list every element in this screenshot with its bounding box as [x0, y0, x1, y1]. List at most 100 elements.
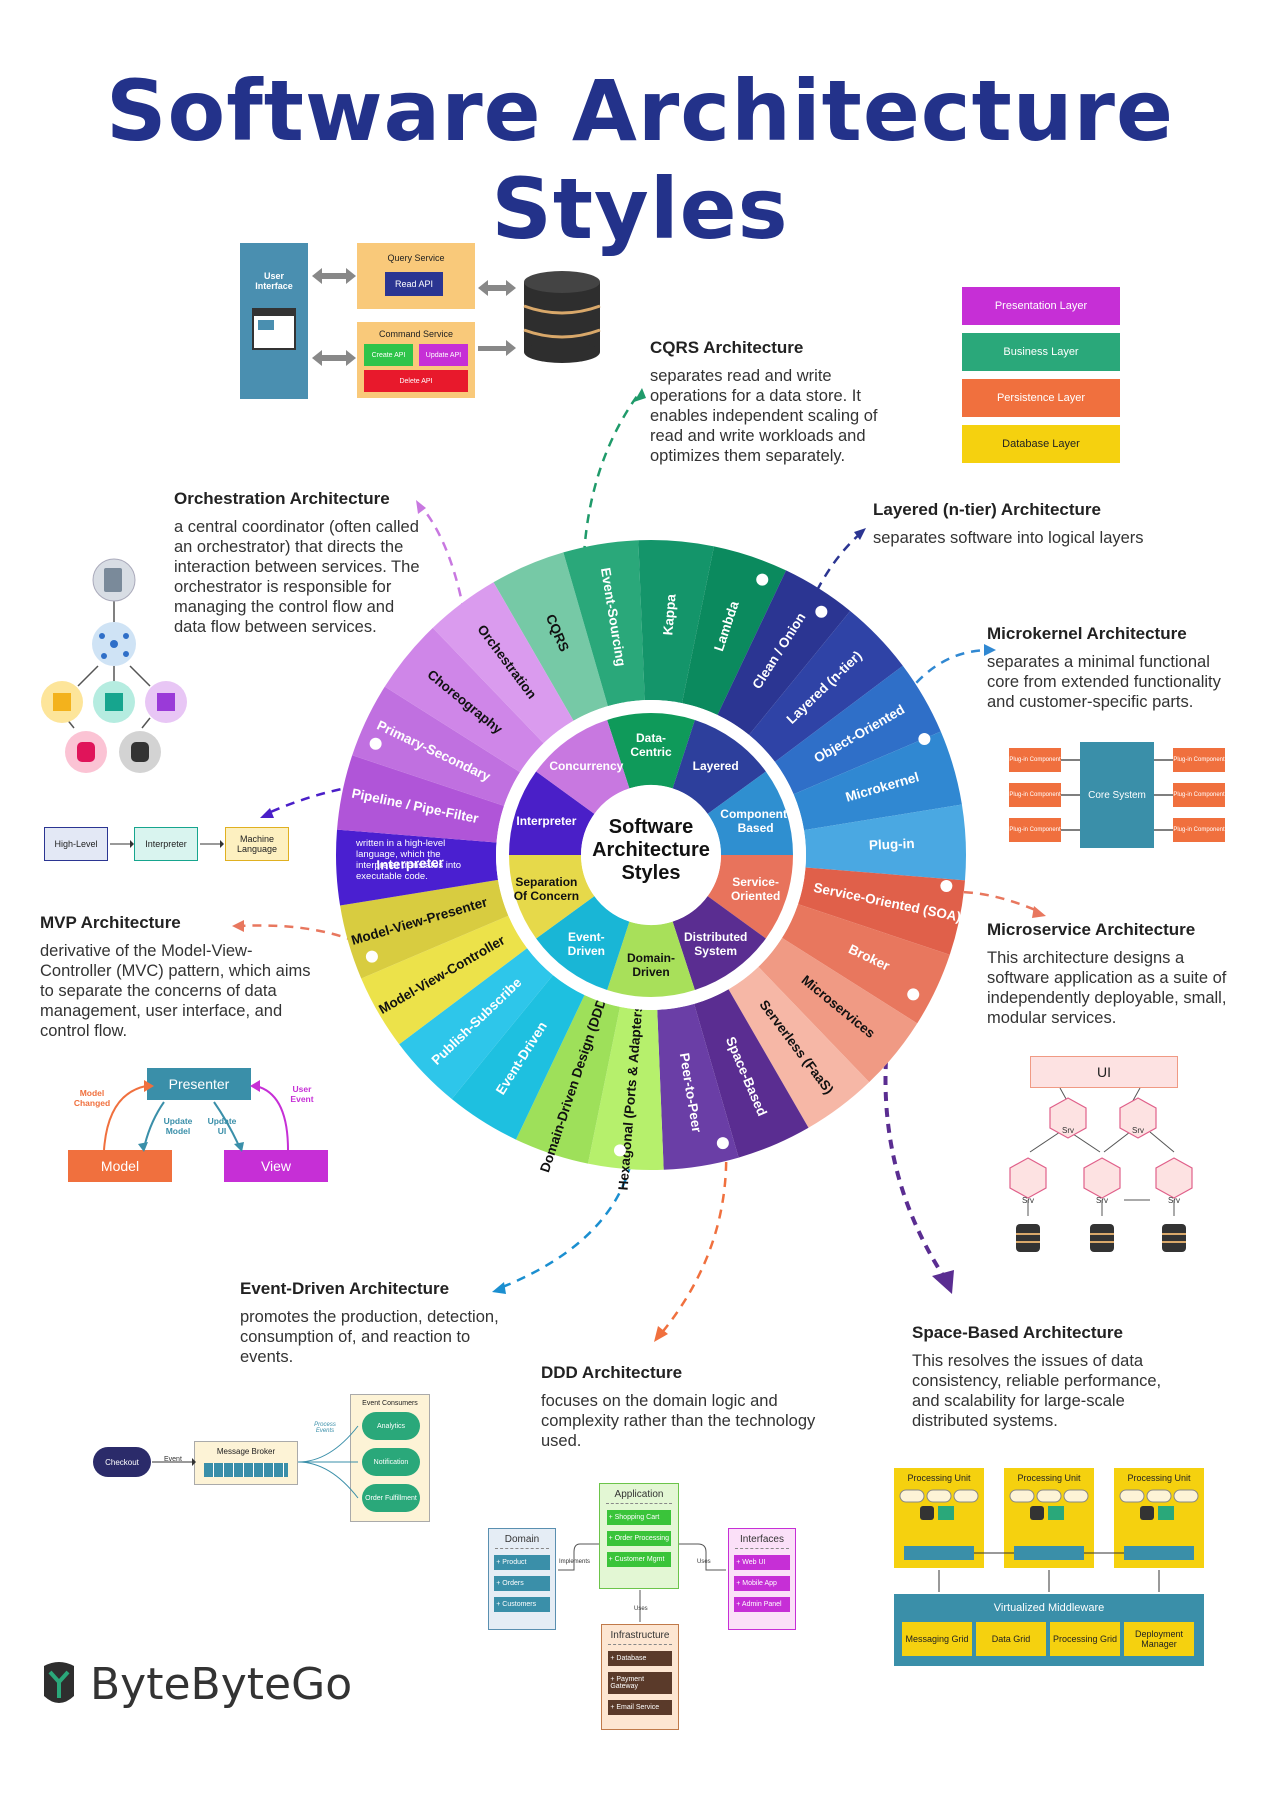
interpreter-box: Interpreter: [134, 827, 198, 861]
plugin-component-box: Plug-in Component: [1173, 783, 1225, 807]
srv-label: Srv: [1096, 1196, 1108, 1205]
data-grid-box: Data Grid: [976, 1622, 1046, 1656]
bytebytego-logo: ByteByteGo: [38, 1658, 352, 1710]
microservice-text: This architecture designs a software app…: [987, 949, 1227, 1027]
orchestration-title: Orchestration Architecture: [174, 489, 390, 508]
wheel-center-title: Software: [609, 816, 693, 838]
ddd-title: DDD Architecture: [541, 1363, 683, 1382]
logo-text: ByteByteGo: [90, 1658, 353, 1710]
wheel-segment: [682, 546, 787, 715]
bytebytego-logo-icon: [44, 1662, 74, 1703]
wheel-segment: [587, 1006, 664, 1170]
wheel-dot: [369, 737, 382, 750]
wheel-segment: [515, 995, 620, 1164]
spacebased-description: Space-Based Architecture This resolves t…: [912, 1323, 1182, 1431]
wheel-dot: [940, 880, 953, 893]
wheel-segment: [337, 755, 504, 843]
wheel-segment: [335, 829, 499, 906]
cqrs-text: separates read and write operations for …: [650, 367, 878, 465]
delete-api-box: Delete API: [364, 370, 468, 392]
wheel-segment: [694, 989, 809, 1158]
ddd-arrows: [558, 1543, 726, 1622]
spacebased-text: This resolves the issues of data consist…: [912, 1352, 1162, 1430]
wheel-category-label: Concurrency: [549, 759, 623, 773]
wheel-segment-label: Kappa: [660, 593, 678, 636]
presentation-layer-box: Presentation Layer: [962, 287, 1120, 325]
view-box: View: [224, 1150, 328, 1182]
wheel-segment: [657, 1003, 739, 1170]
update-api-box: Update API: [419, 344, 468, 366]
update-ui-label: Update UI: [207, 1116, 237, 1136]
layered-title: Layered (n-tier) Architecture: [873, 500, 1101, 519]
wheel-dot: [716, 1137, 729, 1150]
wheel-segment-label: Interpreter: [376, 855, 445, 873]
cqrs-arrows: [312, 268, 516, 366]
wheel-segment: [352, 686, 520, 806]
processing-grid-box: Processing Grid: [1050, 1622, 1120, 1656]
microservice-graph: [1009, 1088, 1193, 1252]
plugin-component-box: Plug-in Component: [1009, 783, 1061, 807]
wheel-category: [536, 719, 630, 814]
wheel-dot: [365, 950, 378, 963]
plugin-component-box: Plug-in Component: [1009, 818, 1061, 842]
interpreter-note: written in a high-level language, which …: [356, 838, 462, 882]
middleware-connectors: [938, 1570, 1160, 1592]
infrastructure-panel: Infrastructure + Database + Payment Gate…: [601, 1624, 679, 1730]
database-layer-box: Database Layer: [962, 425, 1120, 463]
wheel-segment: [340, 879, 509, 979]
machine-language-box: Machine Language: [225, 827, 289, 861]
uses-label: Uses: [697, 1559, 711, 1565]
wheel-segment-label: Plug-in: [869, 836, 915, 853]
plugin-component-box: Plug-in Component: [1009, 748, 1061, 772]
interpreter-arrows: [110, 840, 224, 848]
wheel-center-title: Styles: [622, 862, 681, 884]
cqrs-description: CQRS Architecture separates read and wri…: [650, 338, 880, 466]
eventdriven-text: promotes the production, detection, cons…: [240, 1308, 499, 1366]
plugin-component-box: Plug-in Component: [1173, 748, 1225, 772]
order-fulfillment-box: Order Fulfillment: [362, 1484, 420, 1512]
implements-label: Implements: [559, 1559, 591, 1565]
wheel-segment: [774, 665, 941, 795]
wheel-category-label: Layered: [693, 759, 739, 773]
wheel-segment: [638, 540, 715, 704]
wheel-category: [707, 855, 793, 939]
wheel-dot: [815, 605, 828, 618]
mvp-text: derivative of the Model-View-Controller …: [40, 942, 311, 1040]
cqrs-title: CQRS Architecture: [650, 338, 804, 357]
wheel-dot: [918, 732, 931, 745]
ddd-text: focuses on the domain logic and complexi…: [541, 1392, 816, 1450]
wheel-center-title: Architecture: [592, 839, 710, 861]
wheel-segment: [432, 582, 574, 744]
wheel-segment: [803, 804, 966, 881]
high-level-box: High-Level: [44, 827, 108, 861]
srv-label: Srv: [1132, 1126, 1144, 1135]
wheel-segment: [798, 867, 965, 955]
business-layer-box: Business Layer: [962, 333, 1120, 371]
page-title: Software Architecture Styles: [106, 62, 1174, 258]
wheel-category-label: Data-Centric: [630, 731, 672, 759]
wheel-category: [672, 896, 766, 991]
orchestration-diagram: [41, 558, 187, 773]
wheel-category: [509, 771, 595, 855]
wheel-category: [607, 921, 695, 997]
wheel-segment: [793, 731, 962, 831]
orchestration-description: Orchestration Architecture a central coo…: [174, 489, 429, 637]
wheel-segment: [361, 915, 528, 1045]
process-events-label: Process Events: [314, 1422, 336, 1434]
ui-window-icon: [252, 308, 296, 350]
wheel-category: [672, 719, 766, 814]
microkernel-title: Microkernel Architecture: [987, 624, 1187, 643]
interfaces-panel: Interfaces + Web UI + Mobile App + Admin…: [728, 1528, 796, 1630]
microservice-title: Microservice Architecture: [987, 920, 1196, 939]
srv-label: Srv: [1168, 1196, 1180, 1205]
orchestration-text: a central coordinator (often called an o…: [174, 518, 420, 636]
wheel-category-label: Component-Based: [720, 807, 791, 835]
event-label: Event: [164, 1456, 182, 1463]
wheel-segment: [749, 610, 903, 762]
wheel-dot: [756, 573, 769, 586]
mvp-description: MVP Architecture derivative of the Model…: [40, 913, 312, 1041]
mvp-title: MVP Architecture: [40, 913, 181, 932]
messaging-grid-box: Messaging Grid: [902, 1622, 972, 1656]
